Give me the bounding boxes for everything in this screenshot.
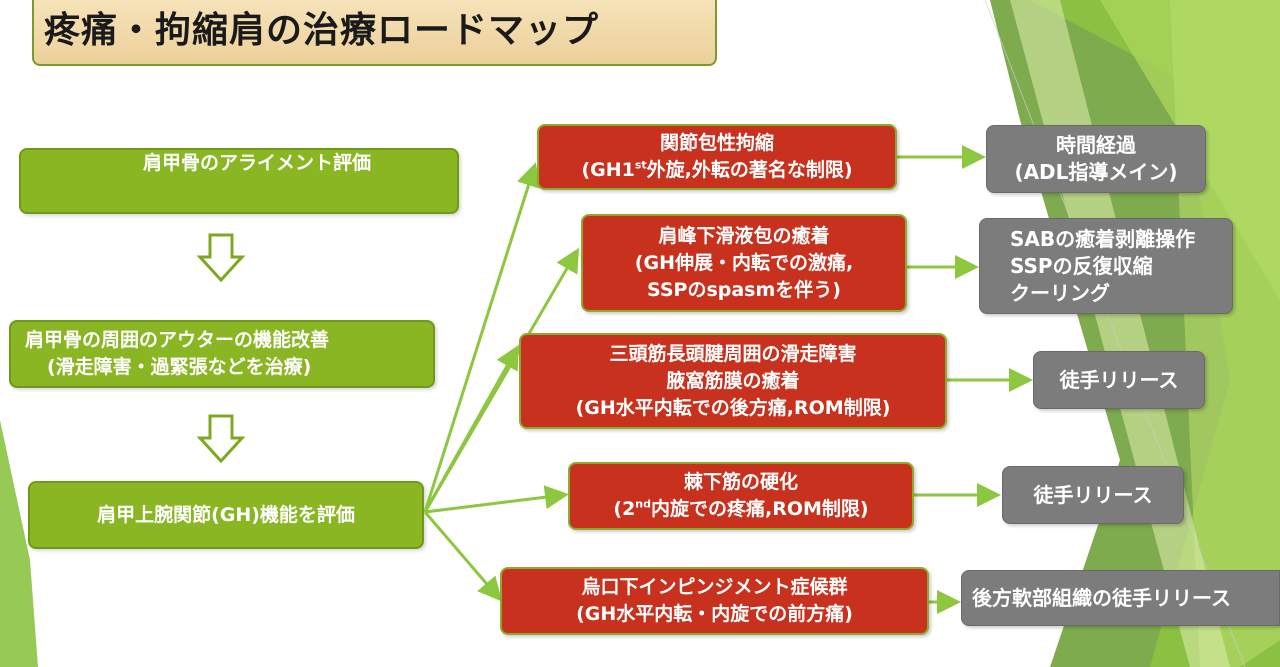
- condition-title: 烏口下インピンジメント症候群: [581, 576, 848, 598]
- down-arrow-icon: [197, 414, 245, 464]
- condition-title: 棘下筋の硬化: [683, 471, 798, 493]
- treatment-label: クーリング: [1010, 280, 1110, 305]
- condition-subacromial-bursa: 肩峰下滑液包の癒着 (GH伸展・内転での激痛, SSPのspasmを伴う): [581, 214, 907, 312]
- treatment-posterior-soft-tissue: 後方軟部組織の徒手リリース: [961, 570, 1280, 626]
- treatment-label: SABの癒着剥離操作: [1010, 226, 1196, 251]
- condition-capsular-contracture: 関節包性拘縮 (GH1st外旋,外転の著名な制限): [537, 124, 897, 190]
- step-label: 肩甲骨の周囲のアウターの機能改善: [25, 329, 330, 351]
- down-arrow-icon: [197, 233, 245, 283]
- condition-infraspinatus: 棘下筋の硬化 (2nd内旋での疼痛,ROM制限): [568, 462, 914, 530]
- condition-detail: (GH伸展・内転での激痛,: [634, 251, 854, 274]
- treatment-sab-release: SABの癒着剥離操作 SSPの反復収縮 クーリング: [979, 218, 1233, 314]
- condition-detail: (2nd内旋での疼痛,ROM制限): [613, 497, 869, 520]
- treatment-label: 時間経過: [1056, 133, 1136, 157]
- step-label: 肩甲骨のアライメント評価: [142, 152, 371, 174]
- page-title: 疼痛・拘縮肩の治療ロードマップ: [32, 0, 717, 66]
- treatment-label: SSPの反復収縮: [1010, 253, 1153, 278]
- treatment-label: 徒手リリース: [1059, 367, 1179, 392]
- treatment-manual-release-1: 徒手リリース: [1033, 351, 1205, 409]
- condition-detail: (GH1st外旋,外転の著名な制限): [581, 158, 853, 181]
- condition-detail: 腋窩筋膜の癒着: [666, 369, 800, 392]
- condition-detail: (GH水平内転での後方痛,ROM制限): [575, 396, 891, 419]
- step-scapula-alignment: 肩甲骨のアライメント評価: [19, 148, 459, 214]
- treatment-label: (ADL指導メイン): [1014, 160, 1178, 184]
- condition-triceps-long-head: 三頭筋長頭腱周囲の滑走障害 腋窩筋膜の癒着 (GH水平内転での後方痛,ROM制限…: [519, 333, 947, 429]
- treatment-manual-release-2: 徒手リリース: [1002, 466, 1184, 524]
- condition-title: 肩峰下滑液包の癒着: [658, 224, 830, 247]
- treatment-label: 徒手リリース: [1033, 482, 1153, 507]
- condition-detail: (GH水平内転・内旋での前方痛): [576, 603, 853, 625]
- treatment-label: 後方軟部組織の徒手リリース: [972, 585, 1231, 610]
- step-label: 肩甲上腕関節(GH)機能を評価: [97, 503, 355, 526]
- condition-title: 関節包性拘縮: [659, 132, 774, 154]
- condition-subcoracoid-impingement: 烏口下インピンジメント症候群 (GH水平内転・内旋での前方痛): [500, 567, 929, 635]
- step-gh-evaluation: 肩甲上腕関節(GH)機能を評価: [28, 481, 424, 549]
- condition-detail: SSPのspasmを伴う): [647, 278, 841, 301]
- step-sublabel: (滑走障害・過緊張などを治療): [47, 356, 312, 378]
- condition-title: 三頭筋長頭腱周囲の滑走障害: [609, 342, 857, 365]
- step-scapula-outer-muscles: 肩甲骨の周囲のアウターの機能改善 (滑走障害・過緊張などを治療): [9, 320, 435, 388]
- treatment-time-course: 時間経過 (ADL指導メイン): [986, 125, 1206, 193]
